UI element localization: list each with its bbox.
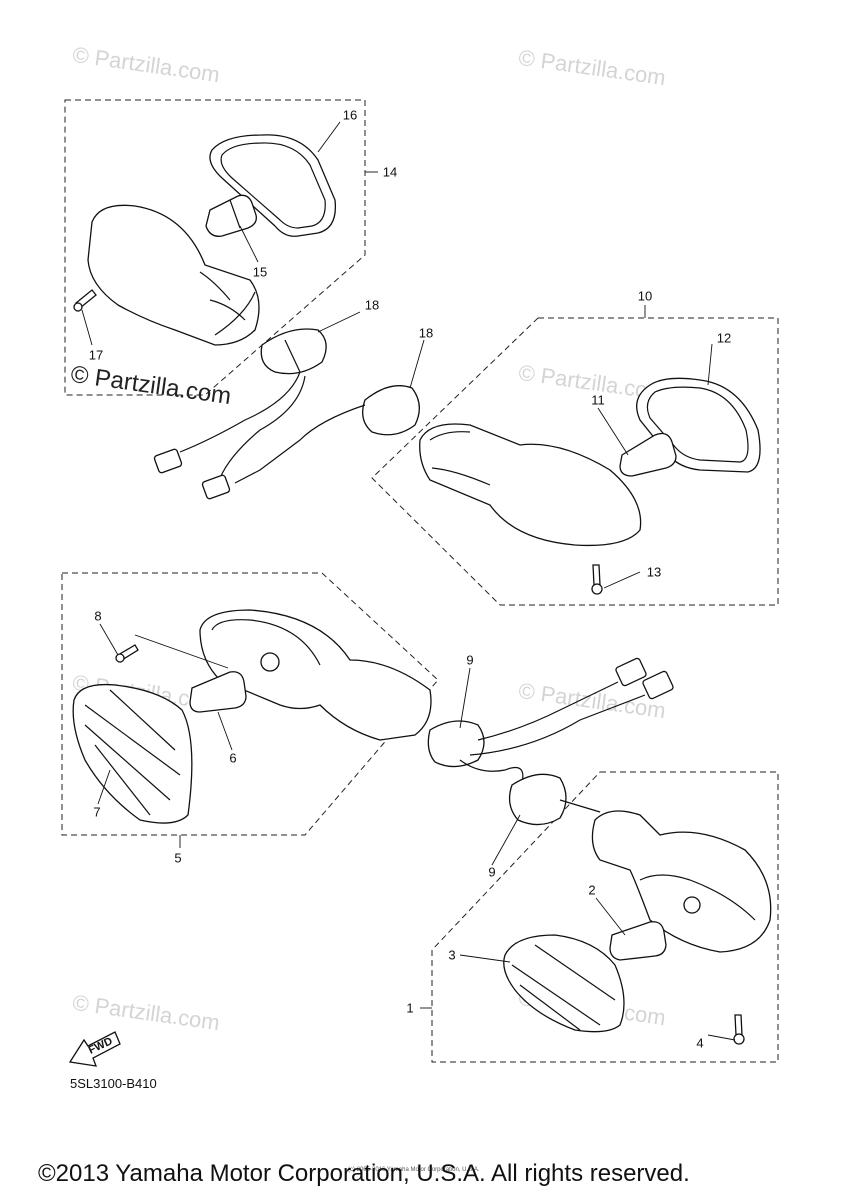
assembly-outline-1: [431, 771, 779, 1063]
callout-6: 6: [229, 750, 237, 766]
callout-10: 10: [637, 288, 653, 304]
wire-harness-mid: [477, 681, 619, 741]
housing-14: [87, 204, 260, 346]
lens-16: [209, 134, 337, 237]
diagram-code: 5SL3100-B410: [70, 1076, 157, 1091]
leader-lines: [81, 121, 736, 1041]
copyright-notice: ©2013 Yamaha Motor Corporation, U.S.A. A…: [38, 1160, 690, 1187]
fwd-arrow-icon: [68, 1031, 121, 1067]
callout-16: 16: [342, 107, 358, 123]
callout-4: 4: [696, 1035, 704, 1051]
grommet-18-right: [362, 385, 420, 436]
callout-7: 7: [93, 804, 101, 820]
connector-upper: [153, 448, 231, 500]
callout-9-lower: 9: [488, 864, 496, 880]
screw-4: [733, 1014, 745, 1045]
callout-2: 2: [588, 882, 596, 898]
callout-18-left: 18: [364, 297, 380, 313]
lens-3: [503, 934, 625, 1033]
callout-11: 11: [591, 392, 605, 408]
bulb-11: [619, 432, 677, 477]
callout-8: 8: [94, 608, 102, 624]
callout-5: 5: [174, 850, 182, 866]
lens-7: [72, 683, 193, 824]
callout-13: 13: [646, 564, 662, 580]
callout-3: 3: [448, 947, 456, 963]
assembly-outline-10: [371, 317, 779, 606]
small-copyright: (c) 2005-2016 Yamaha Motor Corporation, …: [348, 1167, 480, 1173]
screw-13: [591, 564, 603, 595]
callout-17: 17: [88, 347, 104, 363]
callout-18-right: 18: [418, 325, 434, 341]
grommet-9-upper: [427, 720, 485, 768]
bulb-6: [189, 671, 247, 713]
wire-harness-left: [179, 371, 301, 453]
bulb-2: [609, 921, 667, 961]
grommet-9-lower: [508, 773, 567, 826]
screw-17: [73, 289, 97, 312]
callout-1: 1: [406, 1000, 414, 1016]
callout-12: 12: [716, 330, 732, 346]
screw-8: [115, 644, 139, 663]
bulb-15: [205, 194, 257, 237]
housing-5: [199, 609, 432, 741]
connector-mid: [615, 657, 674, 700]
callout-15: 15: [252, 264, 268, 280]
wire-harness-right: [234, 404, 366, 484]
callout-9-upper: 9: [466, 652, 474, 668]
grommet-18-upper: [260, 328, 327, 375]
assembly-outline-14: [64, 99, 366, 396]
callout-14: 14: [382, 164, 398, 180]
housing-1: [591, 810, 772, 953]
housing-10: [419, 423, 642, 547]
